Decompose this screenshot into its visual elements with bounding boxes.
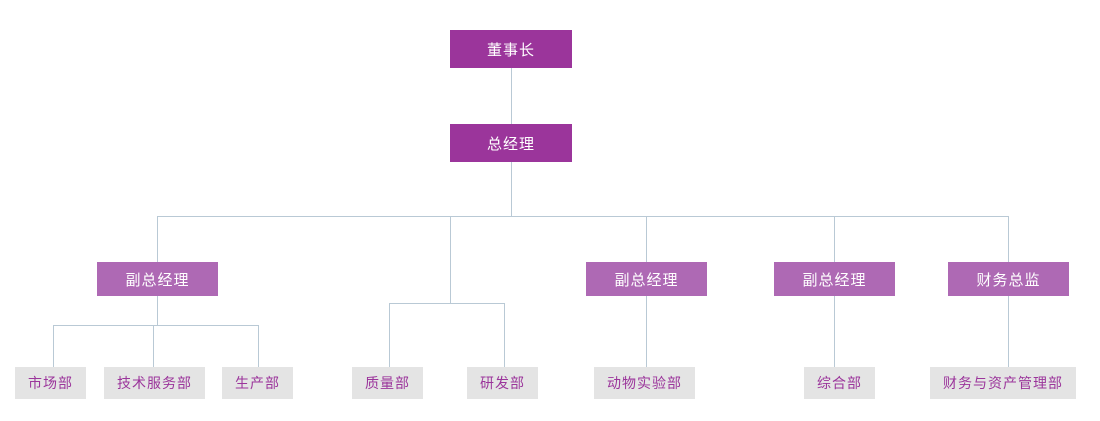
connector-deputy-2-to-animal-lab	[646, 296, 647, 367]
node-dept-tech-service[interactable]: 技术服务部	[104, 367, 205, 399]
connector-quality-rnd-bus	[389, 303, 504, 304]
connector-bus-to-deputy-3	[834, 216, 835, 262]
connector-main-bus	[157, 216, 1008, 217]
connector-bus-to-cfo	[1008, 216, 1009, 262]
connector-deputy-1-bus	[53, 325, 259, 326]
connector-chairman-to-gm	[511, 68, 512, 124]
node-deputy-gm-1[interactable]: 副总经理	[97, 262, 218, 296]
node-dept-rnd[interactable]: 研发部	[467, 367, 538, 399]
connector-bus-to-deputy-1	[157, 216, 158, 262]
node-dept-finance-asset[interactable]: 财务与资产管理部	[930, 367, 1076, 399]
node-dept-general-affairs[interactable]: 综合部	[804, 367, 875, 399]
node-dept-production[interactable]: 生产部	[222, 367, 293, 399]
connector-to-quality	[389, 303, 390, 367]
connector-gm-drop	[511, 162, 512, 216]
connector-to-marketing	[53, 325, 54, 367]
connector-to-tech-service	[153, 325, 154, 367]
node-deputy-gm-3[interactable]: 副总经理	[774, 262, 895, 296]
node-dept-marketing[interactable]: 市场部	[15, 367, 86, 399]
node-cfo[interactable]: 财务总监	[948, 262, 1069, 296]
node-general-manager[interactable]: 总经理	[450, 124, 572, 162]
connector-deputy-3-to-general-affairs	[834, 296, 835, 367]
connector-cfo-to-finance-asset	[1008, 296, 1009, 367]
connector-to-production	[258, 325, 259, 367]
connector-bus-to-quality-rnd-group	[450, 216, 451, 303]
connector-bus-to-deputy-2	[646, 216, 647, 262]
connector-deputy-1-drop	[157, 296, 158, 325]
node-dept-quality[interactable]: 质量部	[352, 367, 423, 399]
connector-to-rnd	[504, 303, 505, 367]
node-dept-animal-lab[interactable]: 动物实验部	[594, 367, 695, 399]
node-deputy-gm-2[interactable]: 副总经理	[586, 262, 707, 296]
node-chairman[interactable]: 董事长	[450, 30, 572, 68]
